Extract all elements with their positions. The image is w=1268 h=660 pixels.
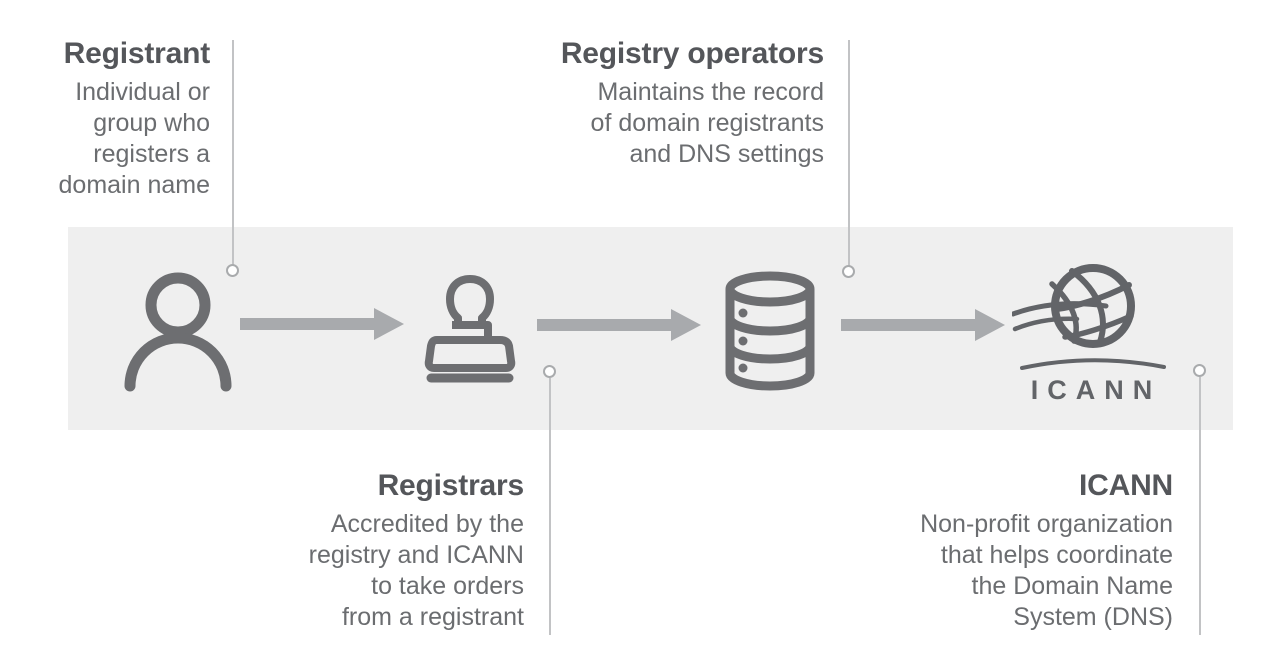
icann-connector-line [1199,377,1201,635]
database-icon [725,271,815,391]
icann-description: Non-profit organization that helps coord… [920,509,1173,631]
registrant-connector-dot [226,264,239,277]
registry-operators-connector-dot [842,265,855,278]
registrant-connector-line [232,40,234,265]
registrars-connector-dot [543,365,556,378]
registrant-description: Individual or group who registers a doma… [58,77,210,199]
icann-connector-dot [1193,364,1206,377]
arrow-right-icon [537,309,701,341]
registrant-heading: Registrant [63,37,211,70]
registrars-label-block: Registrars Accredited by the registry an… [224,469,525,633]
icann-heading: ICANN [1079,469,1173,502]
icann-globe-logo-icon: ICANN [1012,264,1166,405]
arrow-right-icon [841,309,1005,341]
arrow-right-icon [240,308,404,340]
person-icon [124,272,232,392]
registrant-label-block: Registrant Individual or group who regis… [0,37,211,201]
registry-operators-connector-line [848,40,850,266]
stamp-icon [424,275,516,383]
registrars-heading: Registrars [377,469,525,502]
registry-operators-heading: Registry operators [560,37,824,70]
icann-label-block: ICANN Non-profit organization that helps… [833,469,1173,633]
registrars-description: Accredited by the registry and ICANN to … [308,509,524,631]
registrars-connector-line [549,378,551,635]
registry-operators-label-block: Registry operators Maintains the record … [464,37,824,170]
registry-operators-description: Maintains the record of domain registran… [590,77,824,168]
icann-wordmark: ICANN [1031,375,1162,405]
